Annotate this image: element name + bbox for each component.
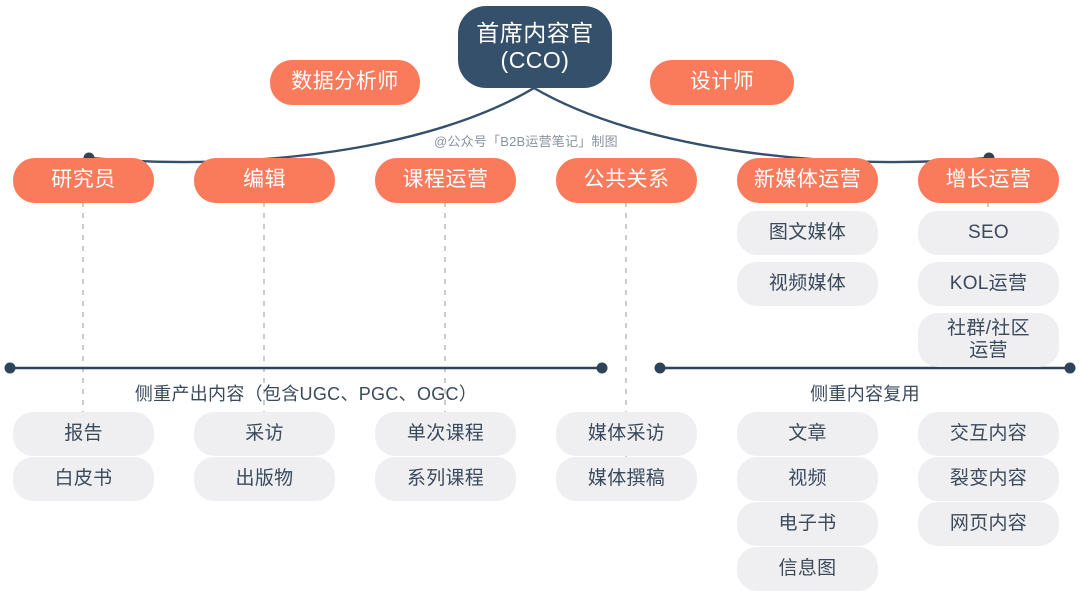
node-role-course-ops[interactable]: 课程运营: [375, 158, 516, 203]
node-support-designer[interactable]: 设计师: [650, 60, 794, 105]
node-role-new-media-ops[interactable]: 新媒体运营: [737, 158, 878, 203]
node-output-media-writing[interactable]: 媒体撰稿: [556, 457, 697, 501]
band-rule-right-start-dot: [654, 362, 666, 374]
node-subrole-community-ops[interactable]: 社群/社区 运营: [918, 313, 1059, 367]
band-label-content-reuse: 侧重内容复用: [810, 384, 920, 404]
node-output-article[interactable]: 文章: [737, 412, 878, 456]
node-role-public-relations[interactable]: 公共关系: [556, 158, 697, 203]
node-subrole-video-media[interactable]: 视频媒体: [737, 262, 878, 306]
node-subrole-kol-ops[interactable]: KOL运营: [918, 262, 1059, 306]
node-output-interactive-content[interactable]: 交互内容: [918, 412, 1059, 456]
node-output-web-content[interactable]: 网页内容: [918, 502, 1059, 546]
node-output-viral-content[interactable]: 裂变内容: [918, 457, 1059, 501]
node-output-report[interactable]: 报告: [13, 412, 154, 456]
node-output-ebook[interactable]: 电子书: [737, 502, 878, 546]
node-output-video[interactable]: 视频: [737, 457, 878, 501]
node-role-researcher[interactable]: 研究员: [13, 158, 154, 203]
node-output-interview[interactable]: 采访: [194, 412, 335, 456]
watermark-credit: @公众号「B2B运营笔记」制图: [434, 134, 618, 149]
node-output-course-series[interactable]: 系列课程: [375, 457, 516, 501]
node-role-editor[interactable]: 编辑: [194, 158, 335, 203]
node-output-publication[interactable]: 出版物: [194, 457, 335, 501]
node-cco[interactable]: 首席内容官 (CCO): [458, 6, 612, 88]
node-output-single-course[interactable]: 单次课程: [375, 412, 516, 456]
band-rule-left-end-dot: [596, 362, 608, 374]
node-subrole-graphic-media[interactable]: 图文媒体: [737, 211, 878, 255]
band-rule-left-start-dot: [4, 362, 16, 374]
node-role-growth-ops[interactable]: 增长运营: [918, 158, 1059, 203]
band-rule-right-end-dot: [1064, 362, 1076, 374]
node-output-infographic[interactable]: 信息图: [737, 547, 878, 591]
node-output-white-paper[interactable]: 白皮书: [13, 457, 154, 501]
band-label-content-production: 侧重产出内容（包含UGC、PGC、OGC）: [134, 384, 478, 404]
node-output-media-interview[interactable]: 媒体采访: [556, 412, 697, 456]
node-support-data-analyst[interactable]: 数据分析师: [270, 60, 420, 105]
node-subrole-seo[interactable]: SEO: [918, 211, 1059, 255]
